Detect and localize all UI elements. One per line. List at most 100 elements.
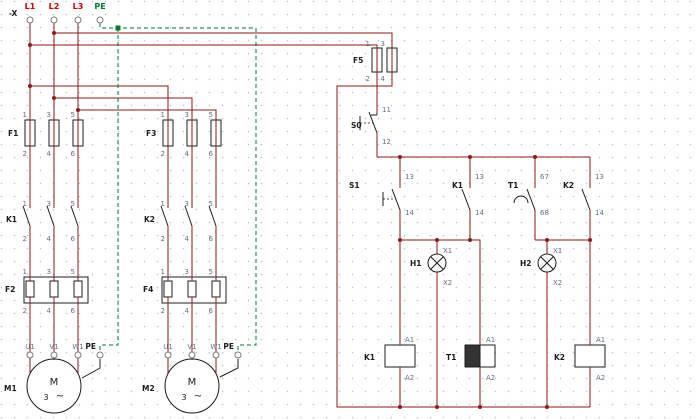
- wire-phase-l1-motor2[interactable]: [30, 85, 169, 352]
- terminal-w1[interactable]: [74, 351, 82, 359]
- junction-dot: [435, 405, 439, 409]
- terminal-u1[interactable]: [164, 351, 172, 359]
- terminal-l2[interactable]: [50, 16, 58, 24]
- supply-terminals[interactable]: [26, 16, 104, 24]
- coil-k1[interactable]: [384, 344, 416, 368]
- pe-motor2-bond[interactable]: [219, 359, 239, 378]
- no-contact-blade[interactable]: [526, 188, 536, 211]
- stop-button-s0[interactable]: [359, 111, 378, 134]
- terminal-pe[interactable]: [96, 351, 104, 359]
- wire-motor-stubs[interactable]: [29, 358, 217, 373]
- wire-contact-branches[interactable]: [399, 157, 591, 240]
- component-ref: H1: [410, 259, 422, 268]
- pin-label: 1: [366, 40, 370, 48]
- pin-label: 1: [23, 111, 27, 119]
- terminal-v1[interactable]: [188, 351, 196, 359]
- labels: -X L1 L2 L3 PE F1 1 3 5 2 4 6 K1 1 3 5 2…: [4, 2, 605, 402]
- contactor-k1-main-contacts[interactable]: [22, 205, 79, 227]
- no-contact-blade[interactable]: [581, 188, 591, 211]
- k2-aux-contact[interactable]: [581, 188, 591, 211]
- component-ref: T1: [446, 353, 456, 362]
- lamp-h1[interactable]: [427, 253, 447, 273]
- pin-label: 6: [71, 150, 76, 158]
- component-ref: K2: [554, 353, 565, 362]
- terminal-label: PE: [223, 342, 234, 351]
- no-contact-blade[interactable]: [461, 188, 471, 211]
- pin-label: 6: [209, 235, 214, 243]
- junction-dot: [533, 155, 537, 159]
- junction-dot: [398, 405, 402, 409]
- pin-label: 14: [595, 209, 604, 217]
- terminal-l1[interactable]: [26, 16, 34, 24]
- terminal-pe[interactable]: [234, 351, 242, 359]
- wire-f5-feed[interactable]: [30, 32, 393, 72]
- pin-label: 1: [161, 200, 165, 208]
- junction-dot: [28, 43, 32, 47]
- pin-label: 3: [185, 200, 189, 208]
- thermal-element[interactable]: [163, 280, 173, 298]
- nc-contact-blade[interactable]: [368, 111, 378, 134]
- coil-box[interactable]: [384, 344, 416, 368]
- pin-label: 2: [366, 75, 370, 83]
- pin-label: 1: [161, 268, 165, 276]
- no-contact-blade[interactable]: [391, 188, 401, 211]
- wire-phase-l2-motor2[interactable]: [54, 97, 193, 352]
- pin-label: A2: [596, 374, 605, 382]
- thermal-element[interactable]: [25, 280, 35, 298]
- pin-label: 1: [161, 111, 165, 119]
- terminal-l3[interactable]: [74, 16, 82, 24]
- t1-timed-contact[interactable]: [513, 188, 536, 211]
- thermal-element[interactable]: [49, 280, 59, 298]
- start-button-s1[interactable]: [382, 188, 401, 211]
- pin-label: 3: [381, 40, 385, 48]
- coil-box[interactable]: [574, 344, 606, 368]
- lamp-cross-icon: [540, 256, 554, 270]
- pin-label: A1: [486, 336, 495, 344]
- lamp-h2[interactable]: [537, 253, 557, 273]
- motor2-terminals[interactable]: [164, 351, 242, 359]
- pe-wiring[interactable]: [81, 23, 257, 379]
- motor-ac-symbol: ~: [194, 391, 202, 402]
- pin-label: 3: [47, 268, 51, 276]
- pin-label: 6: [209, 150, 214, 158]
- wire-phase-l3-motor2[interactable]: [78, 109, 217, 352]
- wire-node-k1[interactable]: [399, 239, 481, 407]
- junction-dot: [545, 405, 549, 409]
- motor-phase-count: 3: [181, 393, 186, 402]
- pin-label: 5: [71, 111, 75, 119]
- pin-label: 4: [185, 307, 190, 315]
- contactor-k2-main-contacts[interactable]: [160, 205, 217, 227]
- motor1-terminals[interactable]: [26, 351, 104, 359]
- contact-blades[interactable]: [160, 205, 217, 227]
- thermal-element[interactable]: [187, 280, 197, 298]
- terminal-pe[interactable]: [96, 16, 104, 24]
- thermal-element[interactable]: [73, 280, 83, 298]
- coil-k2[interactable]: [574, 344, 606, 368]
- wire-pe-distribution[interactable]: [99, 23, 257, 352]
- pin-label: 12: [382, 138, 391, 146]
- terminal-v1[interactable]: [50, 351, 58, 359]
- component-ref: F3: [146, 129, 156, 138]
- terminal-label: U1: [25, 343, 35, 351]
- terminal-label: W1: [72, 343, 83, 351]
- terminal-u1[interactable]: [26, 351, 34, 359]
- thermal-element[interactable]: [211, 280, 221, 298]
- wire-control-return-rail[interactable]: [336, 72, 590, 408]
- pe-motor1-bond[interactable]: [81, 359, 101, 379]
- pin-label: A2: [486, 374, 495, 382]
- terminal-w1[interactable]: [212, 351, 220, 359]
- coil-t1-timer[interactable]: [464, 344, 496, 368]
- terminal-label: U1: [163, 343, 173, 351]
- component-ref: K1: [364, 353, 375, 362]
- timer-delay-fill: [464, 344, 481, 368]
- junction-dot: [478, 405, 482, 409]
- contact-blades[interactable]: [22, 205, 79, 227]
- k1-aux-contact[interactable]: [461, 188, 471, 211]
- pe-label: PE: [94, 2, 105, 11]
- component-ref: K1: [6, 215, 17, 224]
- pin-label: A1: [405, 336, 414, 344]
- overload-relay-f2[interactable]: [23, 276, 89, 304]
- junction-dot: [588, 238, 592, 242]
